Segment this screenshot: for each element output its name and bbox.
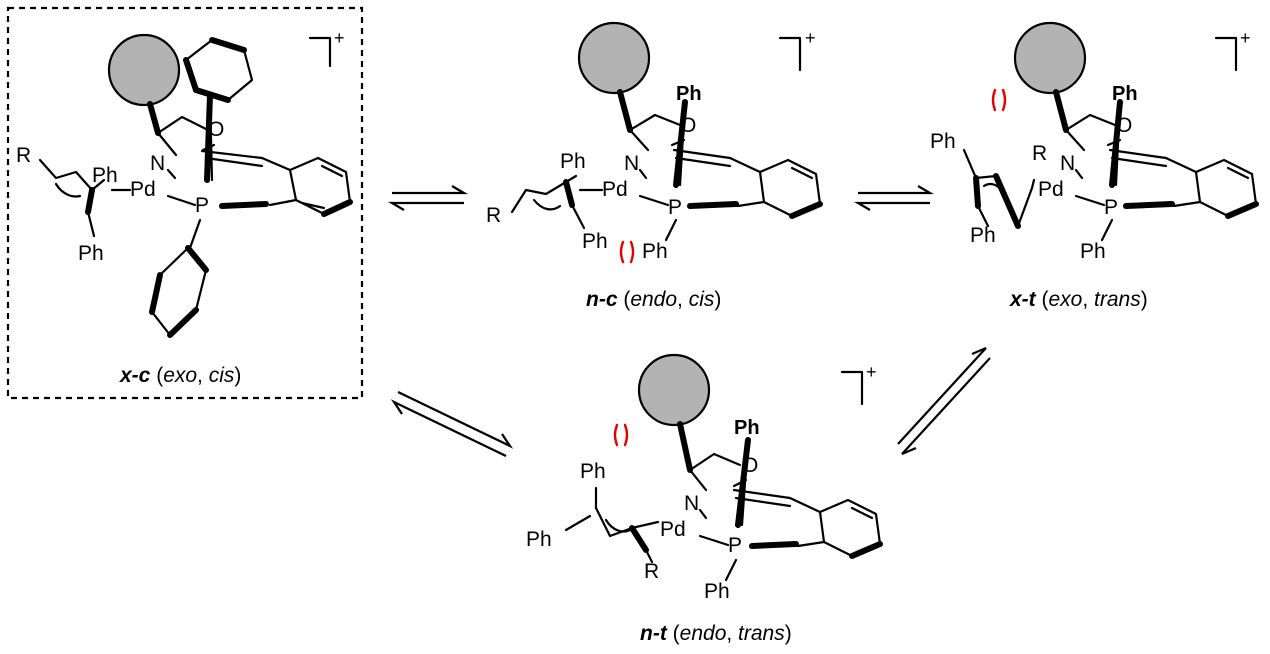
bulky-group-circle	[577, 21, 651, 95]
atom-n: N	[624, 152, 639, 175]
atom-ph: Ph	[704, 580, 730, 603]
cation-bracket	[840, 370, 864, 406]
charge-plus: +	[334, 28, 345, 48]
structure-label: x-c (exo, cis)	[119, 364, 241, 387]
atom-p: P	[195, 194, 209, 217]
atom-pd: Pd	[1038, 178, 1064, 201]
equilibrium-arrow-xc-nt	[390, 391, 514, 457]
atom-n: N	[684, 492, 699, 515]
atom-o: O	[742, 454, 758, 477]
bulky-group-circle	[107, 33, 181, 107]
charge-plus: +	[805, 28, 816, 48]
atom-ph: Ph	[78, 242, 104, 265]
steric-clash-mark	[629, 240, 635, 264]
atom-ph: Ph	[1080, 240, 1106, 263]
atom-ph: Ph	[970, 224, 996, 247]
atom-r: R	[16, 144, 31, 167]
atom-o: O	[680, 114, 696, 137]
atom-ph: Ph	[560, 150, 586, 173]
highlight-box	[6, 6, 364, 400]
atom-ph: Ph	[642, 240, 668, 263]
atom-n: N	[150, 152, 165, 175]
atom-p: P	[668, 196, 682, 219]
atom-r: R	[644, 560, 659, 583]
atom-n: N	[1060, 152, 1075, 175]
atom-ph: Ph	[1112, 83, 1138, 105]
charge-plus: +	[1240, 28, 1251, 48]
cation-bracket	[1214, 36, 1238, 72]
atom-r: R	[1032, 142, 1047, 165]
atom-ph: Ph	[580, 460, 606, 483]
atom-p: P	[1104, 196, 1118, 219]
atom-p: P	[728, 534, 742, 557]
structure-n-t: + Ph Ph Ph R Ph Pd N P O	[526, 353, 883, 645]
cation-bracket	[308, 36, 332, 68]
steric-clash-mark	[991, 88, 997, 112]
wedge-bond	[147, 101, 161, 136]
structure-label: n-t (endo, trans)	[640, 622, 792, 645]
steric-clash-mark	[619, 240, 625, 264]
steric-clash-mark	[1001, 88, 1007, 112]
atom-ph: Ph	[734, 417, 760, 439]
structure-x-t: + Ph Ph R Ph Ph Pd N P O	[930, 21, 1259, 311]
atom-o: O	[208, 118, 224, 141]
equilibrium-arrow-xc-nc	[387, 185, 469, 211]
structure-x-c: +	[6, 6, 364, 400]
structure-label: n-c (endo, cis)	[586, 288, 721, 311]
steric-clash-mark	[623, 423, 629, 447]
steric-clash-mark	[613, 423, 619, 447]
bulky-group-circle	[637, 353, 711, 427]
structure-label: x-t (exo, trans)	[1009, 288, 1148, 311]
charge-plus: +	[866, 362, 877, 382]
atom-ph: Ph	[582, 230, 608, 253]
atom-pd: Pd	[130, 178, 156, 201]
atom-ph: Ph	[526, 528, 552, 551]
equilibrium-arrow-nc-xt	[853, 185, 935, 211]
bulky-group-circle	[1013, 21, 1087, 95]
atom-pd: Pd	[660, 518, 686, 541]
equilibrium-arrow-nt-xt	[897, 346, 991, 456]
atom-ph: Ph	[930, 130, 956, 153]
atom-o: O	[1116, 114, 1132, 137]
atom-ph: Ph	[92, 164, 118, 187]
atom-r: R	[486, 204, 501, 227]
atom-ph: Ph	[676, 83, 702, 105]
atom-pd: Pd	[602, 178, 628, 201]
cation-bracket	[778, 36, 802, 72]
structure-n-c: + Ph Ph R Ph Ph Pd N P	[486, 21, 823, 311]
